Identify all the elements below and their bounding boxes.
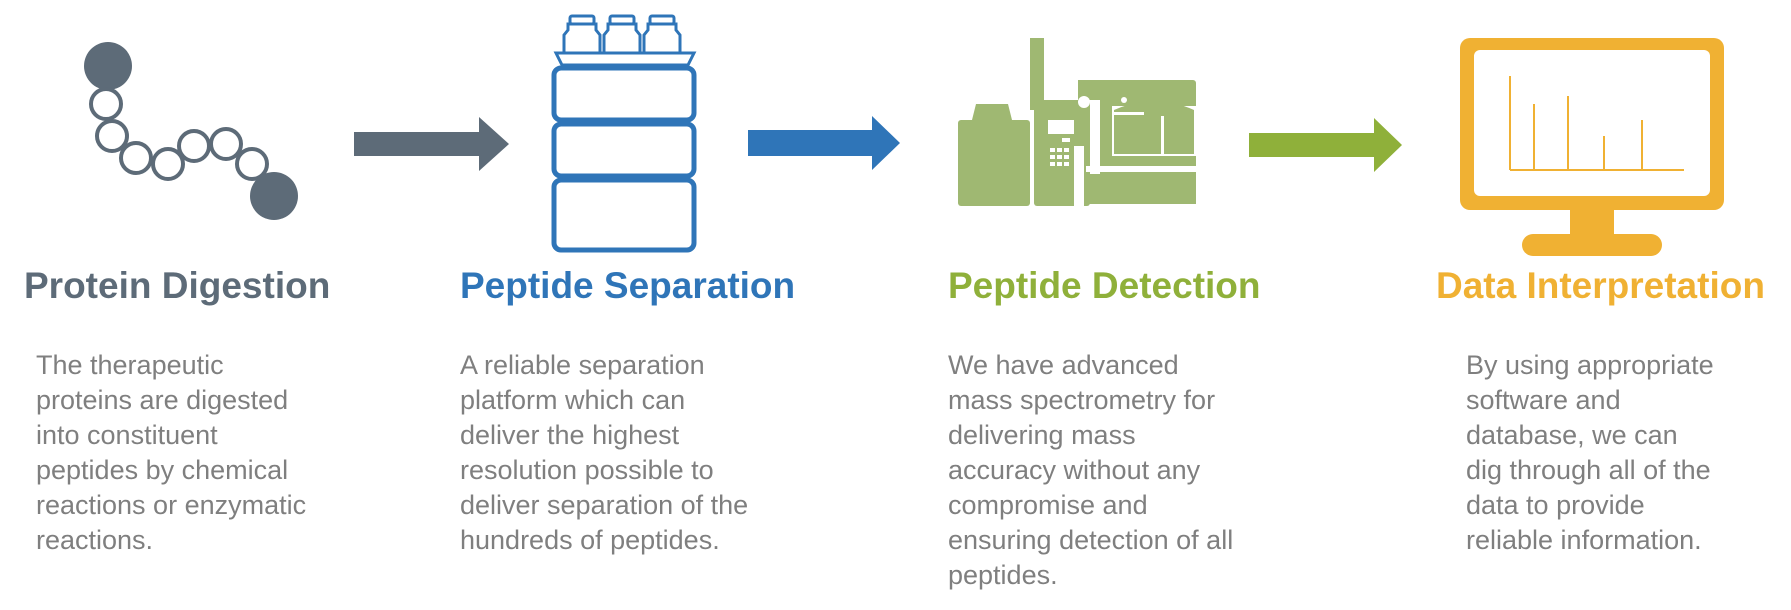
chromatography-column-icon (551, 14, 697, 253)
description-line: into constituent (36, 420, 218, 450)
description-line: The therapeutic (36, 350, 224, 380)
arrow-right-icon (748, 116, 900, 170)
step-description-data-interpretation: By using appropriate software and databa… (1466, 348, 1714, 558)
description-line: compromise and (948, 490, 1148, 520)
arrow-right-icon (354, 117, 509, 171)
description-line: software and (1466, 385, 1621, 415)
description-line: deliver the highest (460, 420, 680, 450)
peptide-chain-icon (84, 42, 298, 220)
description-line: dig through all of the (1466, 455, 1711, 485)
description-line: database, we can (1466, 420, 1678, 450)
description-line: reactions. (36, 525, 154, 555)
computer-monitor-icon (1460, 38, 1724, 256)
description-line: ensuring detection of all (948, 525, 1234, 555)
description-line: accuracy without any (948, 455, 1201, 485)
step-description-peptide-detection: We have advanced mass spectrometry for d… (948, 348, 1233, 593)
step-description-protein-digestion: The therapeutic proteins are digested in… (36, 348, 306, 558)
description-line: We have advanced (948, 350, 1179, 380)
description-line: reliable information. (1466, 525, 1702, 555)
description-line: data to provide (1466, 490, 1645, 520)
description-line: proteins are digested (36, 385, 289, 415)
step-title-data-interpretation: Data Interpretation (1436, 265, 1765, 306)
step-description-peptide-separation: A reliable separation platform which can… (460, 348, 748, 558)
description-line: hundreds of peptides. (460, 525, 720, 555)
arrow-right-icon (1249, 118, 1402, 172)
description-line: peptides by chemical (36, 455, 289, 485)
description-line: resolution possible to (460, 455, 714, 485)
description-line: reactions or enzymatic (36, 490, 307, 520)
step-title-protein-digestion: Protein Digestion (24, 265, 331, 306)
description-line: platform which can (460, 385, 686, 415)
step-title-peptide-separation: Peptide Separation (460, 265, 796, 306)
description-line: A reliable separation (460, 350, 705, 380)
description-line: mass spectrometry for (948, 385, 1216, 415)
description-line: delivering mass (948, 420, 1136, 450)
description-line: peptides. (948, 560, 1058, 590)
step-title-peptide-detection: Peptide Detection (948, 265, 1261, 306)
description-line: By using appropriate (1466, 350, 1714, 380)
mass-spectrometer-icon (958, 38, 1196, 206)
description-line: deliver separation of the (460, 490, 749, 520)
